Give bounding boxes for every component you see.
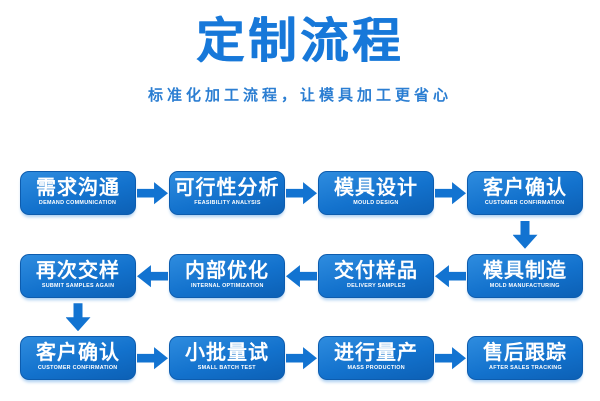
step-label-zh: 内部优化 xyxy=(185,260,269,283)
step-mold-manufacturing: 模具制造 MOLD MANUFACTURING xyxy=(467,254,583,299)
step-delivery-samples: 交付样品 DELIVERY SAMPLES xyxy=(318,254,434,299)
step-label-zh: 交付样品 xyxy=(334,260,418,283)
step-demand-communication: 需求沟通 DEMAND COMMUNICATION xyxy=(20,171,136,216)
arrow-left-icon xyxy=(137,265,168,288)
step-submit-samples-again: 再次交样 SUBMIT SAMPLES AGAIN xyxy=(20,254,136,299)
step-label-en: DELIVERY SAMPLES xyxy=(346,282,406,289)
step-label-en: MOLD MANUFACTURING xyxy=(490,282,560,289)
step-label-en: INTERNAL OPTIMIZATION xyxy=(190,282,264,289)
step-label-zh: 客户确认 xyxy=(36,342,120,365)
arrow-right-icon xyxy=(435,182,466,205)
step-label-en: AFTER SALES TRACKING xyxy=(488,364,562,371)
step-label-zh: 售后跟踪 xyxy=(483,342,567,365)
arrow-right-icon xyxy=(286,347,317,370)
step-label-en: MOULD DESIGN xyxy=(353,199,399,206)
arrow-right-icon xyxy=(137,347,168,370)
step-mass-production: 进行量产 MASS PRODUCTION xyxy=(318,336,434,381)
step-label-en: DEMAND COMMUNICATION xyxy=(39,199,117,206)
step-label-zh: 客户确认 xyxy=(483,177,567,200)
step-label-zh: 模具制造 xyxy=(483,260,567,283)
arrow-right-icon xyxy=(435,347,466,370)
step-label-zh: 需求沟通 xyxy=(36,177,120,200)
step-label-en: CUSTOMER CONFIRMATION xyxy=(485,199,565,206)
arrow-left-icon xyxy=(286,265,317,288)
connector-row-2 xyxy=(20,298,583,336)
arrow-down-icon xyxy=(65,303,91,332)
flow-row-2: 再次交样 SUBMIT SAMPLES AGAIN 内部优化 INTERNAL … xyxy=(20,254,583,299)
connector-row-1 xyxy=(20,215,583,254)
step-label-en: SUBMIT SAMPLES AGAIN xyxy=(41,282,115,289)
step-label-zh: 小批量试 xyxy=(185,342,269,365)
flow-row-1: 需求沟通 DEMAND COMMUNICATION 可行性分析 FEASIBIL… xyxy=(20,171,583,216)
step-customer-confirmation-1: 客户确认 CUSTOMER CONFIRMATION xyxy=(467,171,583,216)
step-customer-confirmation-2: 客户确认 CUSTOMER CONFIRMATION xyxy=(20,336,136,381)
step-mould-design: 模具设计 MOULD DESIGN xyxy=(318,171,434,216)
step-label-zh: 进行量产 xyxy=(334,342,418,365)
step-label-zh: 再次交样 xyxy=(36,260,120,283)
step-after-sales-tracking: 售后跟踪 AFTER SALES TRACKING xyxy=(467,336,583,381)
arrow-left-icon xyxy=(435,265,466,288)
page-title: 定制流程 xyxy=(195,15,404,68)
step-label-en: FEASIBILITY ANALYSIS xyxy=(193,199,261,206)
arrow-right-icon xyxy=(286,182,317,205)
step-label-zh: 模具设计 xyxy=(334,177,418,200)
step-internal-optimization: 内部优化 INTERNAL OPTIMIZATION xyxy=(169,254,285,299)
step-label-en: MASS PRODUCTION xyxy=(347,364,405,371)
step-label-en: CUSTOMER CONFIRMATION xyxy=(38,364,118,371)
page-subtitle: 标准化加工流程，让模具加工更省心 xyxy=(147,87,452,105)
arrow-right-icon xyxy=(137,182,168,205)
process-flowchart: 需求沟通 DEMAND COMMUNICATION 可行性分析 FEASIBIL… xyxy=(20,171,583,381)
step-small-batch-test: 小批量试 SMALL BATCH TEST xyxy=(169,336,285,381)
step-label-zh: 可行性分析 xyxy=(174,177,280,200)
flow-row-3: 客户确认 CUSTOMER CONFIRMATION 小批量试 SMALL BA… xyxy=(20,336,583,381)
step-feasibility-analysis: 可行性分析 FEASIBILITY ANALYSIS xyxy=(169,171,285,216)
step-label-en: SMALL BATCH TEST xyxy=(197,364,257,371)
header: 定制流程 标准化加工流程，让模具加工更省心 xyxy=(0,0,600,105)
arrow-down-icon xyxy=(512,220,538,249)
